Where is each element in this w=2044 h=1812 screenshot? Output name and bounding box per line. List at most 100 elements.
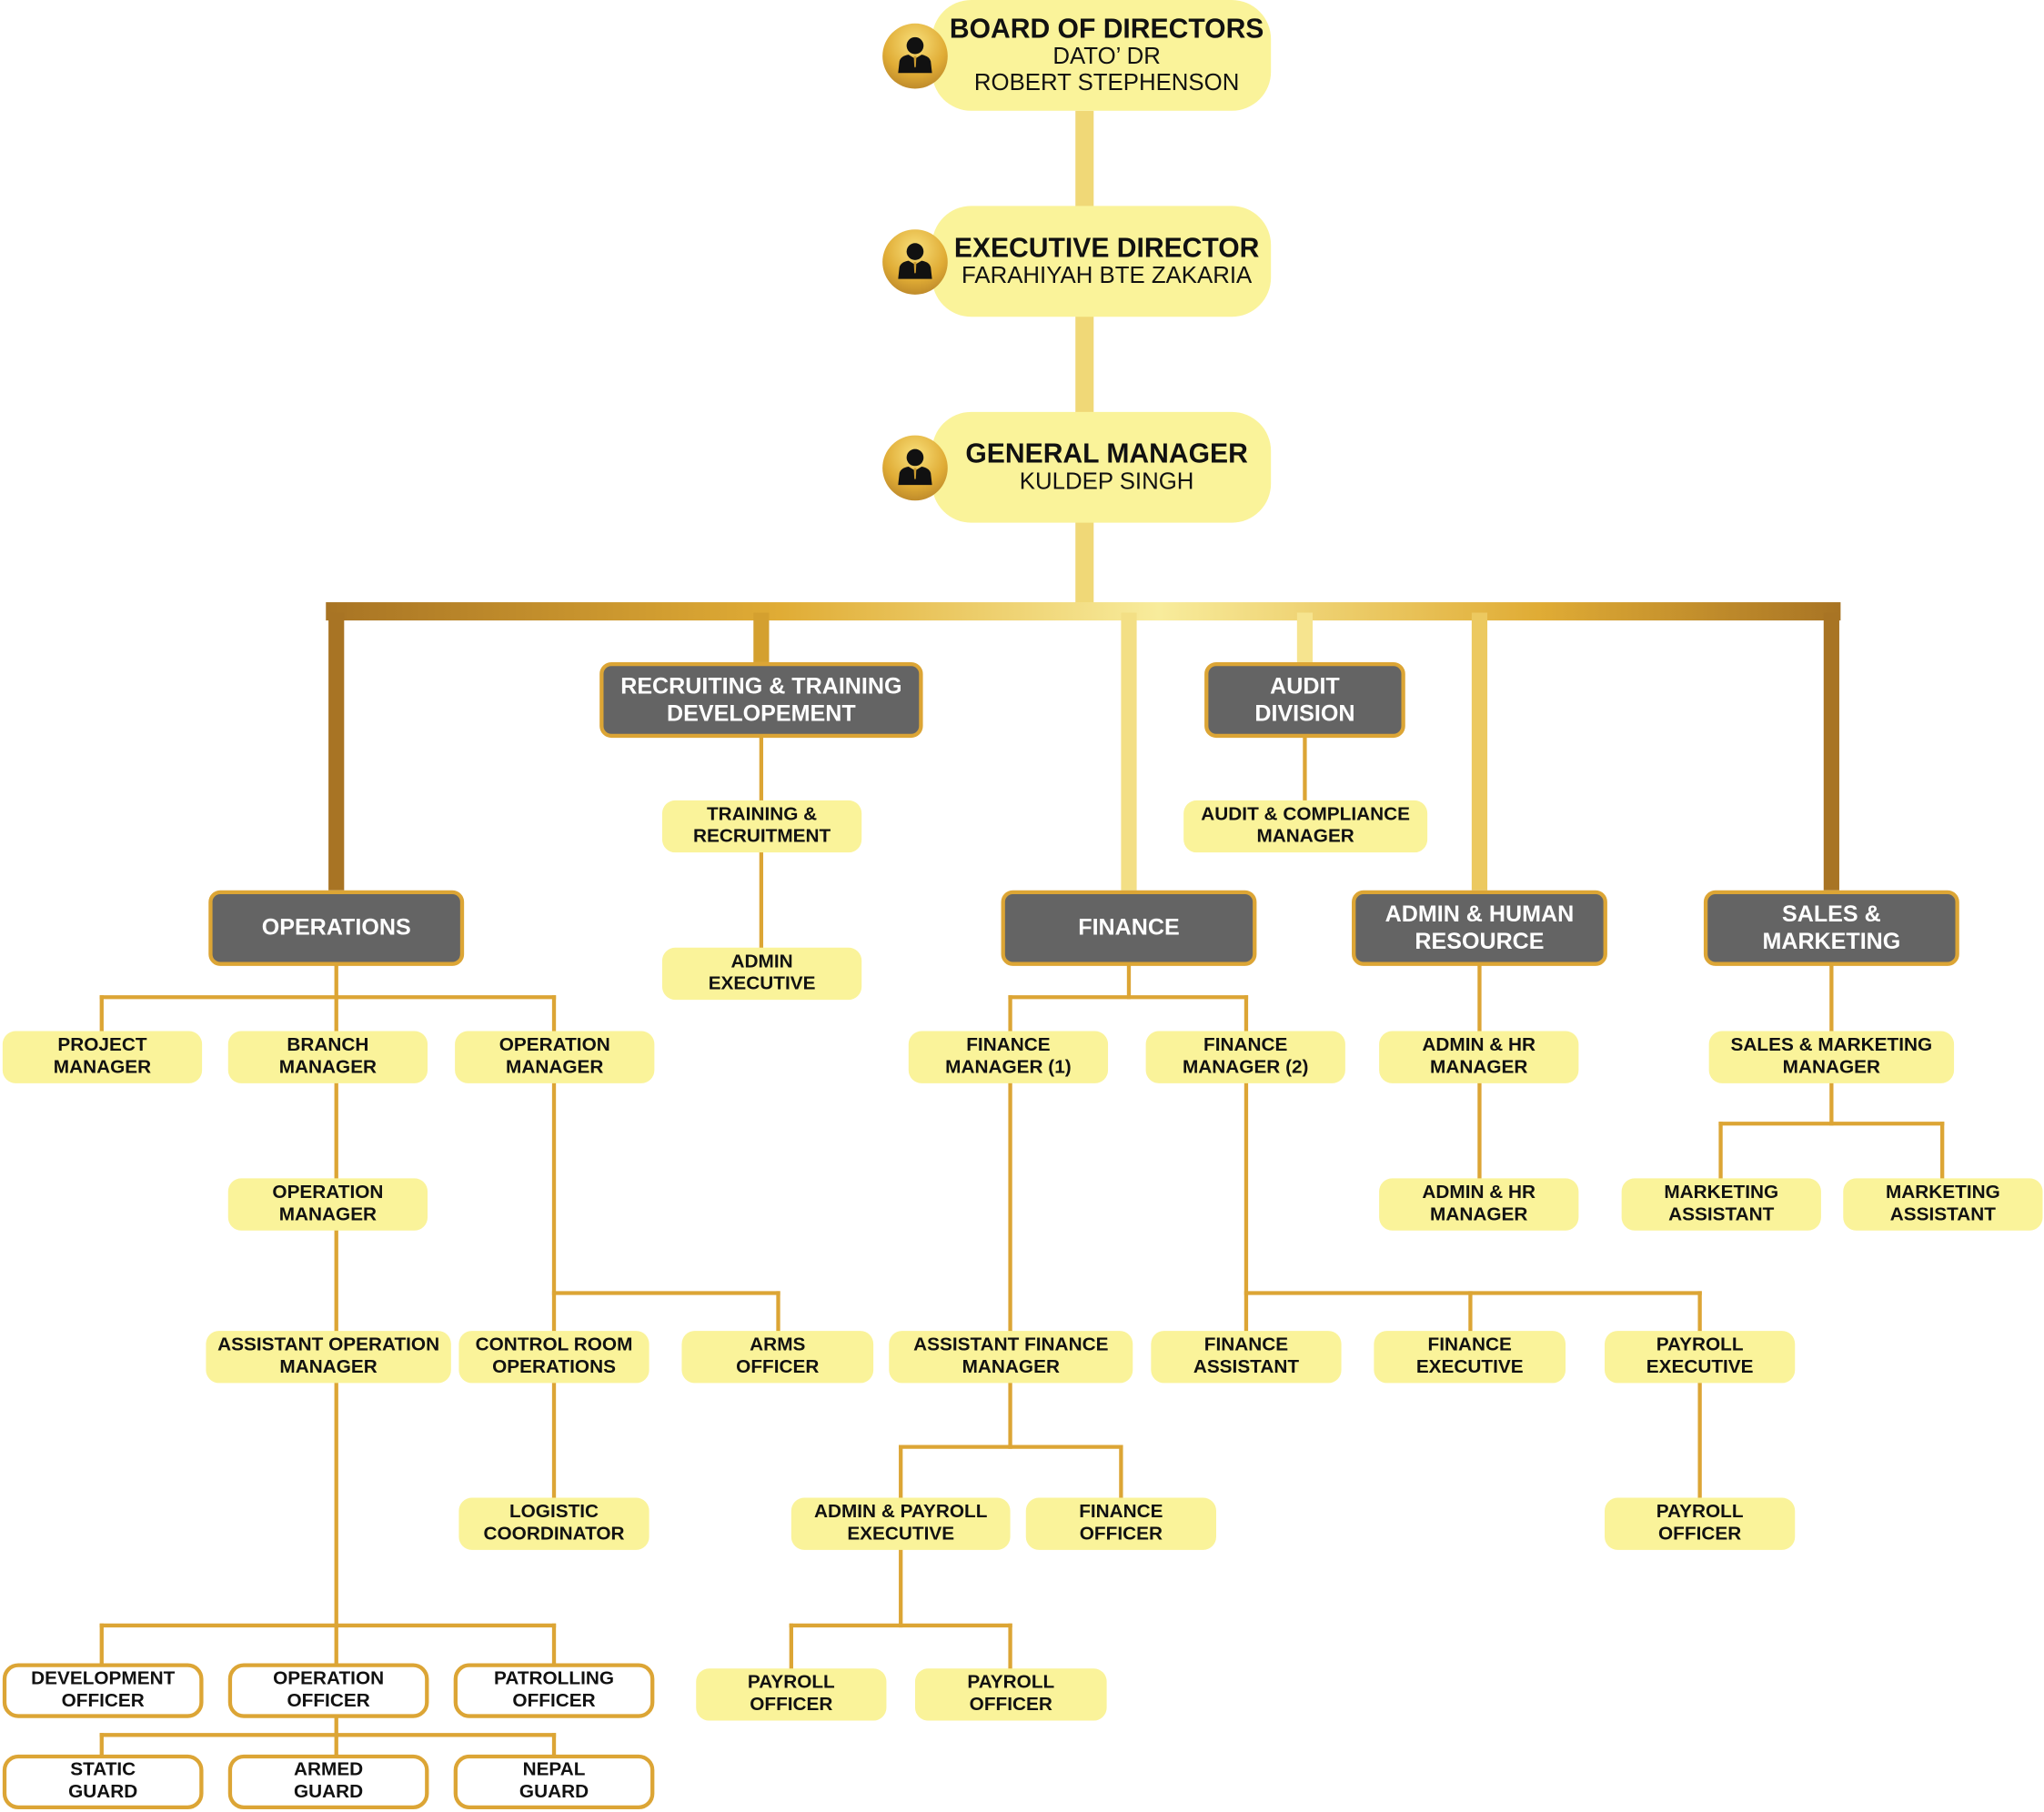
node-title: PAYROLL [967,1671,1055,1693]
node-title: FINANCE [1079,1501,1163,1523]
node-subtitle: OFFICER [750,1694,833,1716]
trunk-line [1075,110,1094,607]
node-subtitle: MANAGER [962,1356,1060,1378]
node-subtitle: FARAHIYAH BTE ZAKARIA [962,262,1253,288]
node-subtitle: MANAGER [278,1204,378,1226]
node-title: AUDIT [1270,671,1340,699]
node-title: CONTROL ROOM [475,1334,633,1355]
node-title: PAYROLL [1656,1334,1744,1355]
division-drop-line [1121,612,1137,891]
node-subtitle: ROBERT STEPHENSON [973,69,1240,96]
node-title: PATROLLING [494,1667,615,1689]
node-subtitle: MANAGER [278,1057,378,1079]
node-training: TRAINING &RECRUITMENT [661,800,862,853]
node-subtitle: OFFICER [61,1690,145,1712]
node-title: ARMED [294,1758,364,1780]
person-avatar-icon [882,228,948,295]
node-title: EXECUTIVE DIRECTOR [953,233,1260,264]
node-title: STATIC [70,1758,136,1780]
node-subtitle: OFFICER [1079,1524,1163,1545]
node-title: FINANCE [1203,1334,1289,1355]
node-subtitle: EXECUTIVE [708,973,816,995]
node-subtitle: MANAGER [1430,1204,1528,1226]
node-subtitle: EXECUTIVE [1415,1356,1524,1378]
division-drop-line [1823,612,1839,891]
node-subtitle: OFFICER [736,1356,820,1378]
node-subtitle: MARKETING [1762,928,1901,954]
node-title: OPERATIONS [261,914,411,941]
node-subtitle: EXECUTIVE [847,1524,955,1545]
node-subtitle: KULDEP SINGH [1019,468,1194,495]
node-subtitle: ASSISTANT [1668,1204,1775,1226]
node-title: ASSISTANT FINANCE [913,1334,1109,1355]
node-title: LOGISTIC [508,1501,599,1523]
division-drop-line [753,612,770,662]
person-avatar-icon [882,434,948,500]
node-title: AUDIT & COMPLIANCE [1201,803,1411,825]
node-title: FINANCE [1427,1334,1512,1355]
node-subtitle: OPERATIONS [492,1356,616,1378]
node-title: BRANCH [287,1034,369,1056]
node-subtitle: OFFICER [1658,1524,1742,1545]
node-title: TRAINING & [706,803,818,825]
node-title: ADMIN [730,951,793,972]
person-avatar-icon [882,23,948,88]
node-title: BOARD OF DIRECTORS [949,14,1264,45]
node-subtitle: OFFICER [969,1694,1052,1716]
node-operations: OPERATIONS [208,890,465,966]
division-bar [326,602,1841,621]
node-subtitle: OFFICER [512,1690,596,1712]
division-drop-line [1296,612,1314,662]
node-title: OPERATION [498,1034,610,1056]
node-title: ADMIN & PAYROLL [813,1501,988,1523]
node-subtitle: MANAGER (2) [1182,1057,1309,1079]
node-title: OPERATION [272,1182,384,1203]
node-title: OPERATION [273,1667,385,1689]
node-subtitle: OFFICER [287,1690,370,1712]
node-title: SALES & [1782,900,1881,927]
node-finance: FINANCE [1001,890,1257,966]
division-drop-line [1471,612,1488,891]
node-subtitle: RECRUITMENT [692,826,831,848]
node-subtitle: GUARD [68,1781,138,1803]
node-title: MARKETING [1885,1182,2000,1203]
node-subtitle: MANAGER [1256,826,1354,848]
node-title: ADMIN & HUMAN [1384,900,1575,927]
node-title: ARMS [750,1334,806,1355]
node-subtitle: COORDINATOR [483,1524,625,1545]
node-title: PROJECT [57,1034,147,1056]
